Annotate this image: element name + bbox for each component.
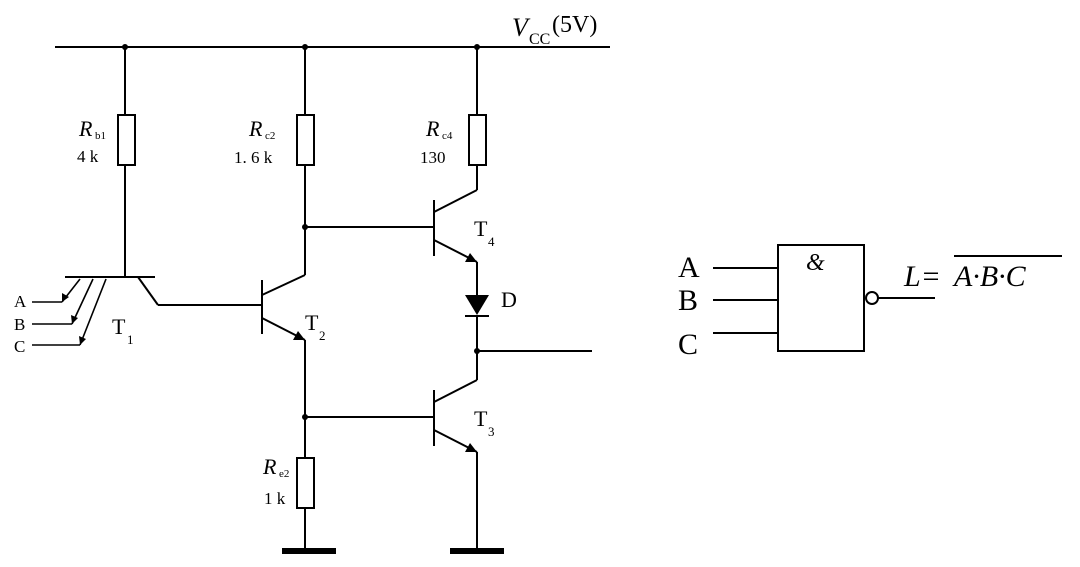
nand-gate-body [777, 244, 865, 352]
t4-subscript: 4 [488, 234, 495, 249]
input-a-label: A [14, 292, 27, 311]
output-lhs: L= [903, 260, 941, 293]
t2-arrow [293, 331, 305, 340]
rb1-symbol: R [78, 116, 93, 141]
t1-arrow-a [62, 293, 69, 302]
rc4-symbol: R [425, 116, 440, 141]
gate-ampersand: & [806, 250, 825, 276]
gate-input-a-label: A [678, 251, 700, 284]
rb1-subscript: b1 [95, 130, 106, 142]
resistor-rc2 [296, 114, 315, 166]
t1-collector [137, 276, 159, 306]
t3-collector [433, 379, 478, 403]
output-rhs: A·B·C [952, 260, 1027, 293]
input-b-label: B [14, 315, 25, 334]
resistor-rc4 [468, 114, 487, 166]
re2-subscript: e2 [279, 468, 289, 480]
vcc-symbol: V [512, 13, 531, 42]
re2-symbol: R [262, 454, 277, 479]
rc2-symbol: R [248, 116, 263, 141]
t1-arrow-c [79, 336, 86, 345]
t4-arrow [465, 253, 477, 262]
t4-collector [433, 189, 478, 213]
t4-symbol: T [474, 216, 488, 241]
t2-collector [261, 274, 306, 296]
t2-subscript: 2 [319, 328, 326, 343]
t1-arrow-b [71, 315, 78, 324]
resistor-rb1 [117, 114, 136, 166]
gate-input-b-label: B [678, 284, 698, 317]
re2-value: 1 k [264, 489, 286, 508]
rc2-value: 1. 6 k [234, 148, 273, 167]
input-c-label: C [14, 337, 25, 356]
rb1-value: 4 k [77, 147, 99, 166]
t1-emitter-b [71, 278, 94, 325]
t2-symbol: T [305, 310, 319, 335]
gate-input-c-label: C [678, 328, 698, 361]
rc4-subscript: c4 [442, 130, 453, 142]
resistor-re2 [296, 457, 315, 509]
rc2-subscript: c2 [265, 130, 275, 142]
rc4-value: 130 [420, 148, 446, 167]
t3-subscript: 3 [488, 424, 495, 439]
t1-symbol: T [112, 314, 126, 339]
t1-subscript: 1 [127, 332, 134, 347]
inversion-bubble [865, 291, 879, 305]
t3-symbol: T [474, 406, 488, 431]
vcc-subscript: CC [529, 31, 550, 48]
t3-arrow [465, 443, 477, 452]
diode-d [465, 295, 489, 315]
t1-emitter-c [79, 278, 107, 346]
diode-label: D [501, 287, 517, 312]
vcc-value: (5V) [552, 12, 597, 38]
